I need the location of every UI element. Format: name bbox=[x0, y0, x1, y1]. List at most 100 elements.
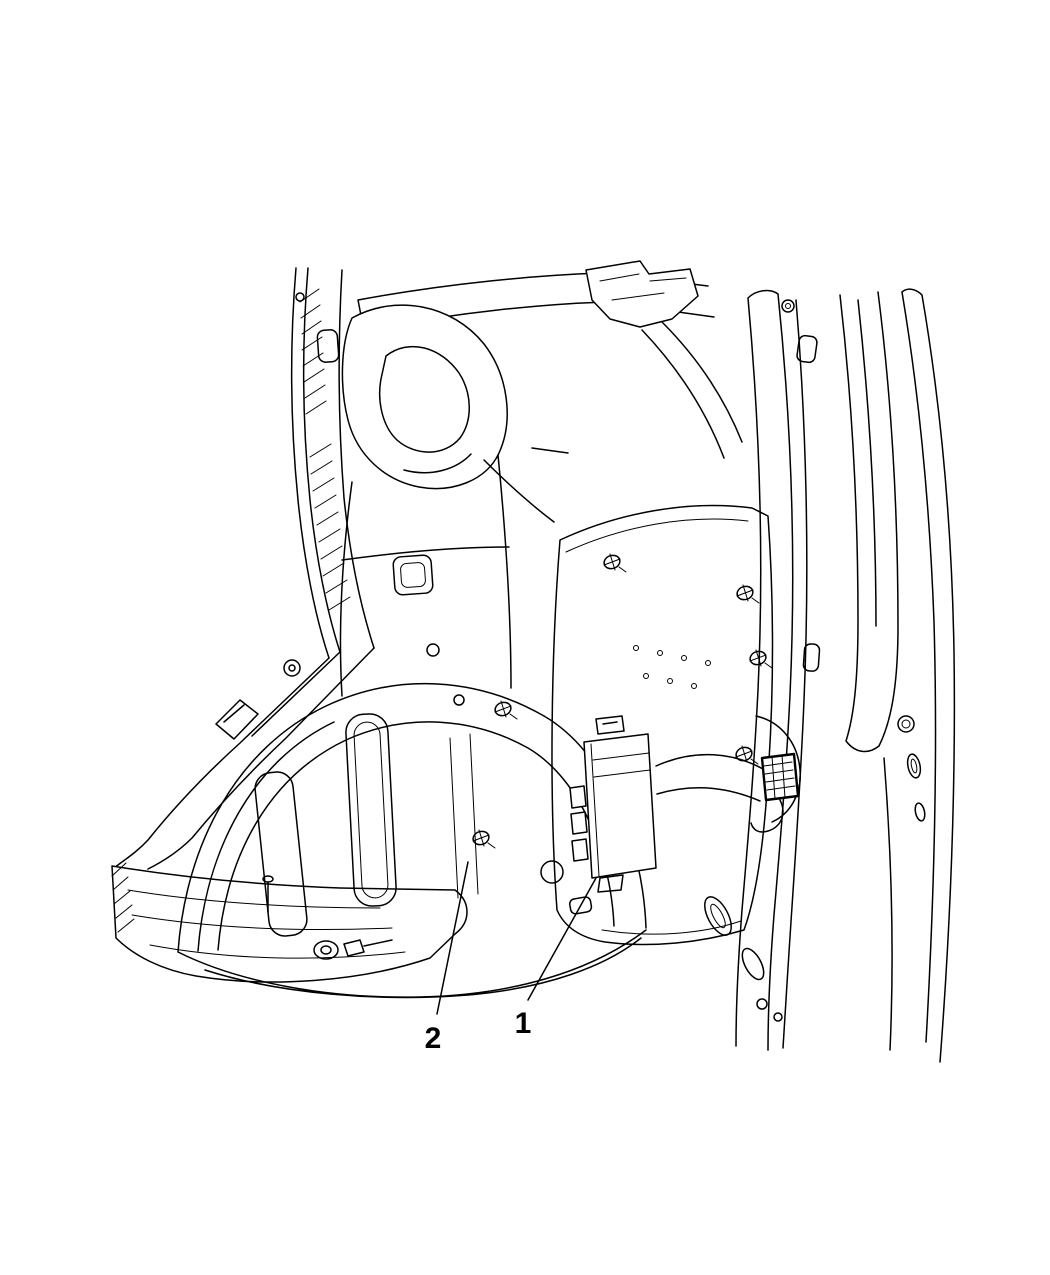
speaker-panel-opening bbox=[378, 345, 472, 474]
spot-weld bbox=[691, 683, 697, 689]
grommet-hole bbox=[540, 860, 564, 884]
oval-cutout bbox=[741, 947, 765, 981]
access-bracket bbox=[392, 554, 434, 596]
callout-1-label: 1 bbox=[515, 1007, 532, 1040]
drain-bolt bbox=[343, 939, 393, 957]
top-bracket-detail bbox=[599, 273, 687, 301]
pillar-hole bbox=[295, 292, 305, 302]
spot-weld bbox=[633, 645, 639, 651]
harness-pigtail bbox=[750, 799, 784, 833]
top-bracket bbox=[585, 260, 699, 328]
arch-rib bbox=[254, 771, 308, 937]
body-hole-outer bbox=[897, 715, 915, 733]
access-bracket-inner bbox=[400, 562, 426, 588]
screw-fastener bbox=[735, 745, 759, 765]
callout-labels: 1 2 bbox=[425, 1007, 532, 1055]
oval-cutout-inner bbox=[710, 903, 726, 929]
hatch-band-upper bbox=[299, 288, 327, 415]
inner-skin-lines bbox=[339, 454, 512, 697]
speaker-panel-outline bbox=[341, 304, 508, 490]
module-body bbox=[583, 733, 657, 879]
screw-detail bbox=[749, 649, 773, 669]
arch-rib-lines bbox=[449, 733, 479, 899]
screw-fastener bbox=[603, 553, 627, 573]
arch-slot bbox=[568, 896, 593, 915]
module-wires bbox=[655, 753, 764, 802]
screw-fastener bbox=[494, 700, 518, 720]
outer-pillar-lines bbox=[883, 288, 956, 1063]
pillar-slot bbox=[316, 329, 340, 363]
upper-beam-structure bbox=[341, 260, 743, 523]
side-bracket bbox=[215, 699, 259, 740]
lower-panel-cutouts bbox=[704, 896, 783, 1022]
module-connector bbox=[571, 838, 589, 862]
screw-fastener bbox=[736, 584, 760, 604]
drain-plug-inner bbox=[320, 945, 332, 955]
wheel-arch-lines bbox=[177, 682, 647, 999]
body-hole-outer bbox=[283, 659, 301, 677]
harness-connector-hatch bbox=[763, 754, 796, 800]
left-pillar bbox=[113, 267, 375, 870]
module-part bbox=[569, 715, 800, 893]
module-face-lines bbox=[592, 752, 651, 778]
body-hole bbox=[426, 643, 440, 657]
stud-pin-head bbox=[262, 875, 274, 883]
body-slot-inner bbox=[910, 758, 918, 774]
lower-brace-lines bbox=[113, 647, 375, 870]
arch-rib bbox=[345, 713, 397, 907]
screw-fastener bbox=[472, 829, 496, 849]
sail-panel-lines bbox=[483, 321, 743, 523]
slim-pillar-lines bbox=[839, 291, 899, 753]
pillar-slot bbox=[802, 643, 821, 672]
callout-1-leader bbox=[527, 877, 597, 1001]
arch-rib-inner bbox=[353, 721, 389, 899]
floor-pan bbox=[111, 862, 468, 983]
body-slot-outer bbox=[906, 753, 922, 779]
screw-detail bbox=[736, 584, 760, 604]
body-slot bbox=[914, 802, 926, 822]
inner-quarter-panel bbox=[551, 504, 774, 946]
screw-detail bbox=[472, 829, 496, 849]
quarter-panel-flange bbox=[565, 518, 749, 935]
spot-weld bbox=[667, 678, 673, 684]
spot-weld bbox=[681, 655, 687, 661]
wheel-house bbox=[177, 682, 647, 999]
floor-outline bbox=[111, 865, 468, 983]
drain-plug-outer bbox=[313, 940, 339, 960]
callout-2-leader bbox=[436, 861, 469, 1015]
inner-pillar-lines bbox=[735, 289, 808, 1051]
spot-weld bbox=[705, 660, 711, 666]
connector-bezel-curve bbox=[755, 715, 801, 823]
pillar-edges bbox=[290, 267, 375, 659]
small-hole bbox=[773, 1012, 783, 1022]
hatch-band-lower bbox=[309, 443, 351, 611]
body-hole-inner bbox=[901, 719, 911, 729]
callout-leaders bbox=[436, 861, 597, 1015]
body-hole bbox=[453, 694, 465, 706]
oval-cutout-outer bbox=[704, 896, 732, 936]
pillar-hole-outer bbox=[781, 299, 795, 313]
screw-detail bbox=[603, 553, 627, 573]
callout-2-label: 2 bbox=[425, 1022, 442, 1055]
screw-detail bbox=[494, 700, 518, 720]
pillar-hole-inner bbox=[785, 303, 791, 309]
quarter-panel-outline bbox=[551, 504, 774, 946]
floor-edge-hatch bbox=[111, 862, 135, 933]
right-pillar bbox=[735, 288, 956, 1063]
body-hole-inner bbox=[288, 664, 296, 672]
module-mount-tabs bbox=[595, 715, 625, 893]
spot-welds bbox=[633, 645, 711, 689]
spot-weld bbox=[643, 673, 649, 679]
module-connector bbox=[569, 785, 587, 809]
screw-detail bbox=[735, 745, 759, 765]
mid-inner-structure bbox=[339, 454, 512, 706]
spot-weld bbox=[657, 650, 663, 656]
module-connector bbox=[570, 811, 588, 835]
floor-contours bbox=[127, 889, 406, 959]
pillar-slot bbox=[796, 334, 818, 364]
module-body-edge bbox=[590, 743, 600, 877]
small-hole bbox=[756, 998, 768, 1010]
screw-fastener bbox=[749, 649, 773, 669]
